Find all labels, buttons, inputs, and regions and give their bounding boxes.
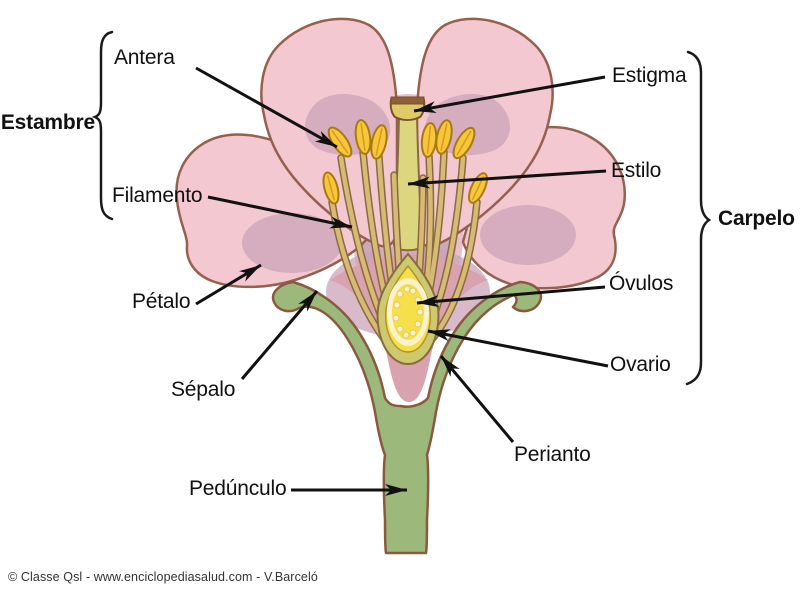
arrow-estigma (413, 75, 606, 114)
arrow-estilo (407, 169, 607, 189)
label-estambre: Estambre (0, 111, 95, 134)
ovary-group (376, 252, 440, 366)
label-ovario: Ovario (610, 353, 671, 376)
arrow-ovulos (416, 285, 606, 308)
label-sepalo: Sépalo (171, 378, 236, 401)
arrow-perianto (439, 355, 515, 443)
arrows (195, 66, 609, 496)
arrow-petalo (195, 263, 262, 306)
label-ovulos: Óvulos (609, 272, 674, 295)
copyright-credit: © Classe Qsl - www.enciclopediasalud.com… (8, 570, 318, 584)
anthers (322, 119, 488, 205)
label-antera: Antera (114, 46, 175, 69)
brace-carpelo (685, 50, 712, 386)
arrow-ovario (427, 329, 609, 368)
label-filamento: Filamento (112, 184, 203, 207)
label-estilo: Estilo (611, 159, 662, 182)
label-carpelo: Carpelo (718, 207, 795, 230)
label-perianto: Perianto (514, 443, 591, 466)
label-petalo: Pétalo (132, 290, 191, 313)
label-pedunculo: Pedúnculo (189, 477, 287, 500)
arrow-filamento (207, 195, 353, 229)
label-estigma: Estigma (612, 64, 687, 87)
braces (91, 30, 712, 386)
stigma-cap (390, 96, 425, 105)
brace-estambre (91, 30, 114, 221)
arrow-antera (195, 66, 338, 149)
arrow-sepalo (240, 290, 319, 380)
